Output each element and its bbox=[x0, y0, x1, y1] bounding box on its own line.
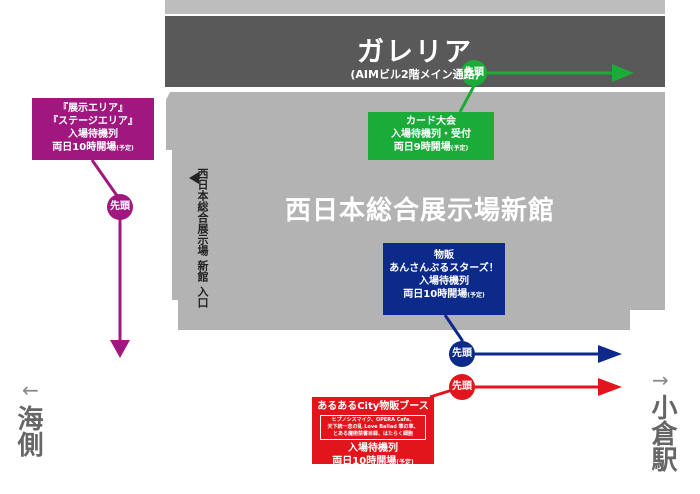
queue-box-exhibition-stage: 『展示エリア』 『ステージエリア』 入場待機列 両日10時開場(予定) bbox=[32, 98, 154, 160]
navy-arrow-head bbox=[598, 345, 622, 363]
red-detail-box: ヒプノシスマイク、OPERA Cafe、 天下統一恋の乱 Love Ballad… bbox=[320, 415, 426, 440]
purple-lead-label: 先頭 bbox=[110, 201, 130, 212]
navy-line3: 入場待機列 bbox=[419, 276, 469, 287]
direction-kokura-station: 小倉駅 bbox=[647, 394, 677, 472]
navy-lead-marker bbox=[449, 341, 475, 367]
gallery-title: ガレリア bbox=[357, 37, 473, 68]
navy-line4: 両日10時開場 bbox=[403, 289, 468, 300]
queue-box-aruaru-city: あるあるCity物販ブース ヒプノシスマイク、OPERA Cafe、 天下統一恋… bbox=[312, 397, 434, 467]
purple-note: (予定) bbox=[116, 145, 134, 152]
purple-line3: 入場待機列 bbox=[68, 129, 118, 140]
red-arrow-head bbox=[598, 378, 622, 396]
purple-queue-line bbox=[90, 159, 122, 345]
purple-line4: 両日10時開場 bbox=[52, 142, 117, 153]
purple-arrow-head bbox=[110, 340, 130, 358]
hall-building bbox=[166, 92, 665, 330]
green-line3: 両日9時開場 bbox=[393, 142, 451, 153]
purple-line1: 『展示エリア』 bbox=[58, 103, 128, 114]
red-lead-marker bbox=[449, 374, 475, 400]
green-line1: カード大会 bbox=[406, 116, 456, 127]
green-note: (予定) bbox=[450, 145, 469, 152]
red-line2: 入場待機列 bbox=[348, 443, 398, 454]
navy-line1: 物販 bbox=[434, 250, 454, 261]
gallery-top-strip bbox=[165, 0, 665, 14]
red-line3-wrap: 両日10時開場(予定) bbox=[312, 455, 434, 469]
direction-sea-side: 海側 bbox=[13, 405, 43, 457]
hall-name: 西日本総合展示場新館 bbox=[284, 196, 555, 226]
red-line1: あるあるCity物販ブース bbox=[317, 401, 429, 412]
gallery-subtitle: (AIMビル2階メイン通路) bbox=[350, 68, 480, 81]
red-lead-label: 先頭 bbox=[452, 381, 472, 392]
navy-lead-label: 先頭 bbox=[452, 348, 472, 359]
navy-line2: あんさんぶるスターズ！ bbox=[389, 263, 499, 274]
purple-lead-marker bbox=[107, 194, 133, 220]
navy-note: (予定) bbox=[467, 292, 485, 299]
queue-box-ensemble-stars: 物販 あんさんぶるスターズ！ 入場待機列 両日10時開場(予定) bbox=[383, 243, 505, 315]
purple-line2: 『ステージエリア』 bbox=[48, 116, 138, 127]
red-note: (予定) bbox=[396, 459, 414, 466]
green-arrow-head bbox=[612, 64, 634, 82]
hall-entrance-label: 西日本総合展示場 新館 入口 bbox=[196, 168, 209, 308]
green-line2: 入場待機列・受付 bbox=[391, 129, 471, 140]
red-detail1: ヒプノシスマイク、OPERA Cafe、 bbox=[331, 417, 415, 423]
purple-line4-wrap: 両日10時開場(予定) bbox=[32, 141, 154, 155]
green-lead-label: 先頭 bbox=[464, 67, 484, 78]
gallery-corridor bbox=[165, 16, 665, 87]
red-line3: 両日10時開場 bbox=[332, 456, 397, 467]
entrance-triangle-icon bbox=[189, 172, 199, 184]
red-detail2: 天下統一恋の乱 Love Ballad 華の章、 bbox=[327, 424, 419, 430]
queue-box-card-tournament: カード大会 入場待機列・受付 両日9時開場(予定) bbox=[368, 112, 494, 160]
green-lead-marker bbox=[461, 60, 487, 86]
right-arrow-icon: → bbox=[652, 368, 669, 392]
navy-line4-wrap: 両日10時開場(予定) bbox=[383, 288, 505, 302]
green-line3-wrap: 両日9時開場(予定) bbox=[368, 141, 494, 155]
left-arrow-icon: ← bbox=[22, 378, 39, 402]
red-detail3: とある魔術禁書目録、はたらく細胞 bbox=[333, 431, 413, 437]
